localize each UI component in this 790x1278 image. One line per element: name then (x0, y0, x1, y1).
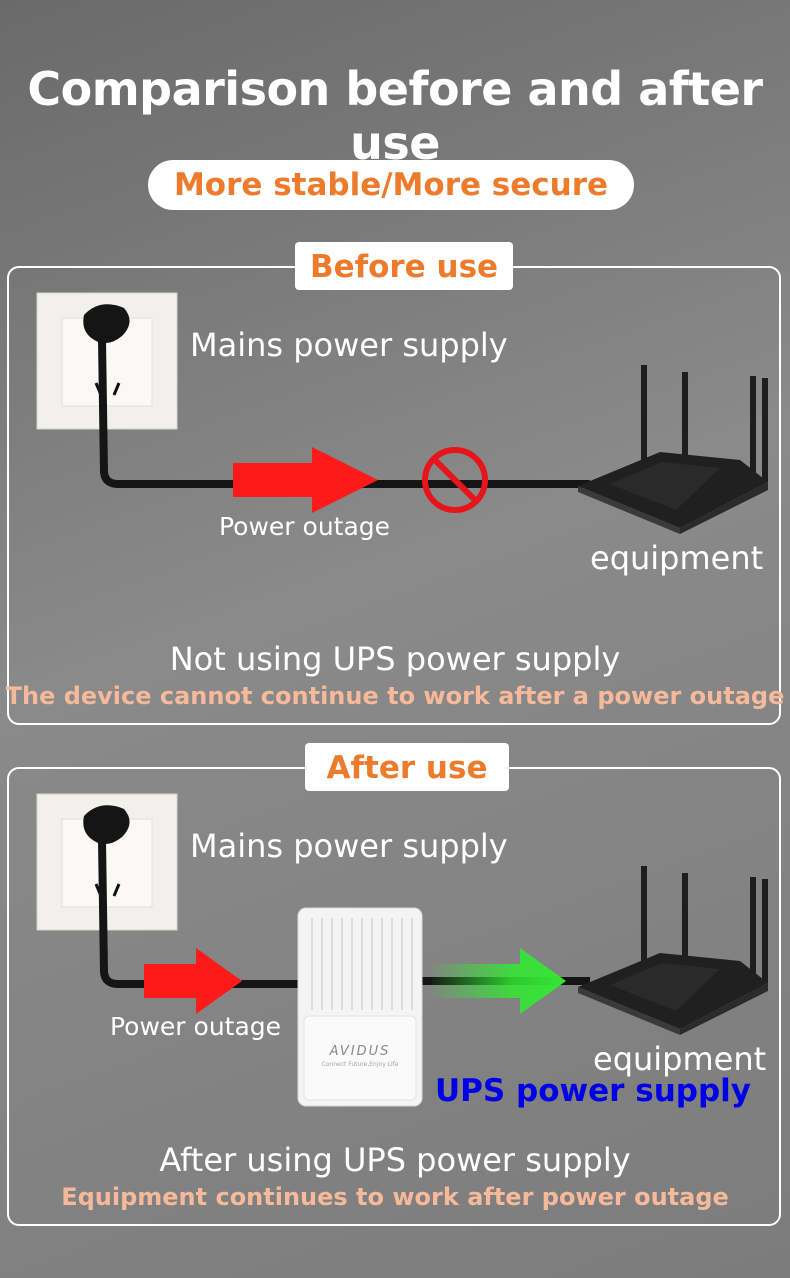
after-device-label: equipment (593, 1040, 767, 1078)
after-source-label: Mains power supply (190, 827, 508, 865)
before-note: The device cannot continue to work after… (5, 682, 785, 710)
router-icon (578, 866, 768, 1035)
before-tab-label: Before use (295, 242, 513, 290)
after-tab-label: After use (305, 743, 509, 791)
subtitle-badge: More stable/More secure (148, 160, 634, 210)
router-icon (578, 365, 768, 534)
prohibited-icon (422, 447, 488, 513)
page-title: Comparison before and after use (27, 62, 763, 170)
after-summary: After using UPS power supply (159, 1141, 631, 1179)
ups-brand-logo: AVIDUS (329, 1044, 391, 1059)
before-summary: Not using UPS power supply (169, 640, 621, 678)
ups-tagline: Connect Future,Enjoy Life (321, 1061, 399, 1068)
after-note: Equipment continues to work after power … (61, 1183, 729, 1211)
ups-power-supply-label: UPS power supply (435, 1073, 751, 1109)
after-arrow-label: Power outage (110, 1012, 282, 1041)
before-device-label: equipment (590, 539, 764, 577)
power-plug-icon (83, 304, 590, 488)
outage-arrow-icon (233, 447, 378, 513)
before-arrow-label: Power outage (219, 512, 391, 541)
before-source-label: Mains power supply (190, 326, 508, 364)
outage-arrow-icon (144, 948, 242, 1014)
power-flow-arrow-icon (432, 948, 566, 1014)
ups-device-icon (297, 907, 423, 1107)
